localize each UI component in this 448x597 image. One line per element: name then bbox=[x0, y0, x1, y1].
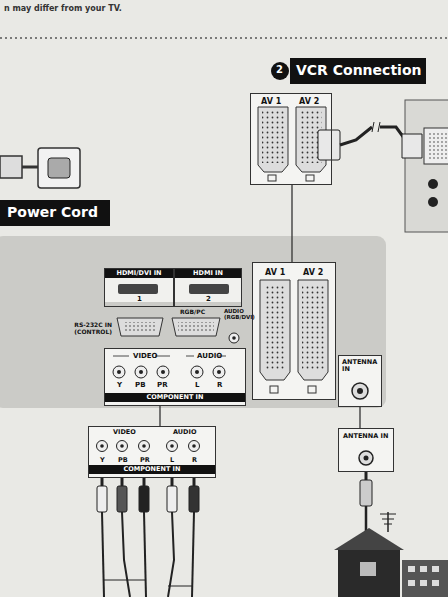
component-input-box: VIDEO AUDIO Y PB PR L R COMPONENT IN bbox=[104, 348, 246, 406]
port-label: RGB/PC bbox=[180, 309, 205, 316]
port-label: AUDIO bbox=[173, 429, 196, 436]
port-label: L bbox=[170, 457, 174, 464]
port-label: ANTENNA IN bbox=[342, 359, 380, 374]
port-label: R bbox=[192, 457, 197, 464]
port-label: AUDIO (RGB/DVI) bbox=[224, 308, 264, 321]
port-label: AV 1 bbox=[261, 97, 281, 106]
port-label: L bbox=[195, 381, 199, 389]
port-label: PB bbox=[135, 381, 145, 389]
port-label: PR bbox=[140, 457, 150, 464]
page-note: n may differ from your TV. bbox=[4, 4, 122, 13]
hdmi-port-box: HDMI IN 2 bbox=[174, 268, 242, 307]
section-band: Power Cord bbox=[0, 200, 110, 226]
port-label: AUDIO bbox=[197, 352, 222, 360]
port-label: Y bbox=[117, 381, 122, 389]
antenna-jack-box: ANTENNA IN bbox=[338, 428, 394, 472]
component-input-box: VIDEO AUDIO Y PB PR L RCOMPONENT IN bbox=[88, 426, 216, 478]
port-label: RS-232C IN (CONTROL) bbox=[50, 322, 112, 336]
scart-panel: AV 1 AV 2 bbox=[252, 262, 336, 400]
connector-line bbox=[359, 407, 360, 428]
port-label: R bbox=[217, 381, 222, 389]
callout-number: 2 bbox=[276, 64, 283, 76]
section-header: VCR Connection bbox=[290, 58, 426, 84]
port-label: PR bbox=[157, 381, 168, 389]
port-label: AV 2 bbox=[299, 97, 319, 106]
port-label: VCR Connection bbox=[296, 62, 421, 78]
port-label: VIDEO bbox=[113, 429, 136, 436]
band-label: HDMI IN bbox=[175, 269, 241, 278]
port-label: ANTENNA IN bbox=[343, 433, 391, 440]
port-label: 1 bbox=[137, 295, 142, 303]
band-label: HDMI/DVI IN bbox=[105, 269, 173, 278]
connector-line bbox=[291, 185, 292, 262]
band-label: COMPONENT IN bbox=[105, 393, 245, 402]
connector-line bbox=[159, 406, 160, 426]
port-label: VIDEO bbox=[133, 352, 158, 360]
port-label: AV 1 bbox=[265, 268, 285, 277]
port-label: Y bbox=[100, 457, 105, 464]
port-label: PB bbox=[118, 457, 128, 464]
port-label: Power Cord bbox=[7, 204, 98, 220]
port-label: AV 2 bbox=[303, 268, 323, 277]
scart-panel: AV 1 AV 2 bbox=[250, 93, 332, 185]
antenna-jack-box: ANTENNA IN bbox=[338, 355, 382, 407]
hdmi-port-box: HDMI/DVI IN 1 bbox=[104, 268, 174, 307]
band-label: COMPONENT IN bbox=[89, 465, 215, 474]
port-label: 2 bbox=[206, 295, 211, 303]
